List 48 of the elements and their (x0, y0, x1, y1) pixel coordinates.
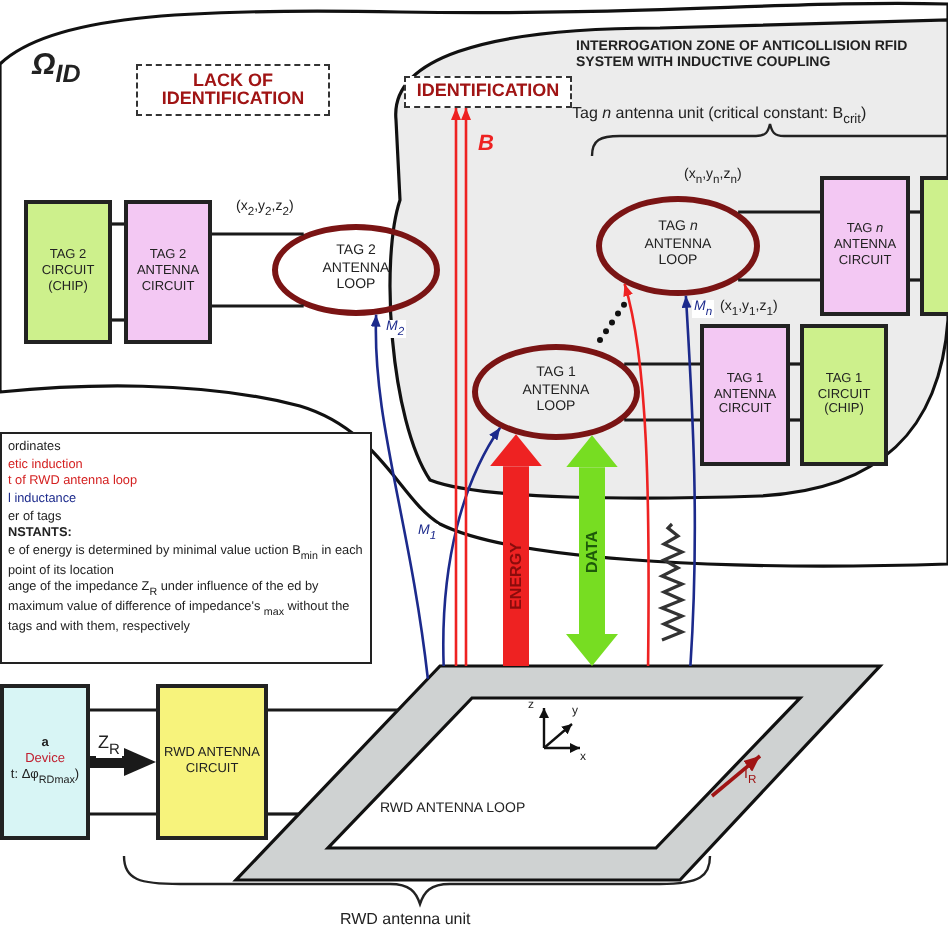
antenna-loop-ellipse (472, 344, 640, 440)
unit-label: RWD antenna unit (340, 910, 471, 928)
chip-block (24, 200, 112, 344)
arrow (622, 283, 650, 666)
arrow (451, 108, 461, 666)
chip-block (920, 176, 948, 316)
connector-line (268, 812, 299, 816)
connector-line (212, 304, 304, 308)
connector-line (738, 278, 820, 282)
connector-line (112, 222, 124, 226)
arrow (681, 295, 697, 667)
connector-line (790, 418, 800, 422)
connector-line (910, 278, 920, 282)
connector-line (90, 708, 156, 712)
edge-label: ENERGY (507, 542, 525, 610)
antenna-loop-ellipse (596, 196, 760, 296)
info-panel (0, 432, 372, 664)
block-arrow (566, 435, 618, 666)
connector-line (212, 232, 304, 236)
coordinate-label: Tag n antenna unit (critical constant: B$_{crit}$) (572, 104, 867, 128)
circuit-block (156, 684, 268, 840)
circuit-block (820, 176, 910, 316)
connector-line (624, 362, 700, 366)
block-arrow (490, 434, 542, 666)
connector-line (112, 318, 124, 322)
edge-label: DATA (583, 530, 601, 574)
edge-label: B (476, 132, 496, 156)
edge-label: Z$_{R}$ (96, 732, 122, 758)
connector-line (90, 812, 156, 816)
box-label: LACK OF IDENTIFICATION (159, 71, 307, 109)
arrow (461, 108, 471, 666)
connector-line (790, 362, 800, 366)
box-label: IDENTIFICATION (416, 82, 560, 102)
circuit-block (700, 324, 790, 466)
zone-label: Ω$_{ID}$ (32, 48, 83, 90)
connector-line (738, 210, 820, 214)
connector-line (624, 418, 700, 422)
dashed-box (404, 76, 572, 108)
block-arrow (90, 748, 156, 776)
dashed-box (136, 64, 330, 116)
device-block (0, 684, 90, 840)
antenna-loop-ellipse (272, 224, 440, 316)
chip-block (800, 324, 888, 466)
circuit-block (124, 200, 212, 344)
connector-line (910, 210, 920, 214)
arrow (442, 427, 502, 666)
arrow (371, 314, 430, 679)
connector-line (268, 708, 399, 712)
